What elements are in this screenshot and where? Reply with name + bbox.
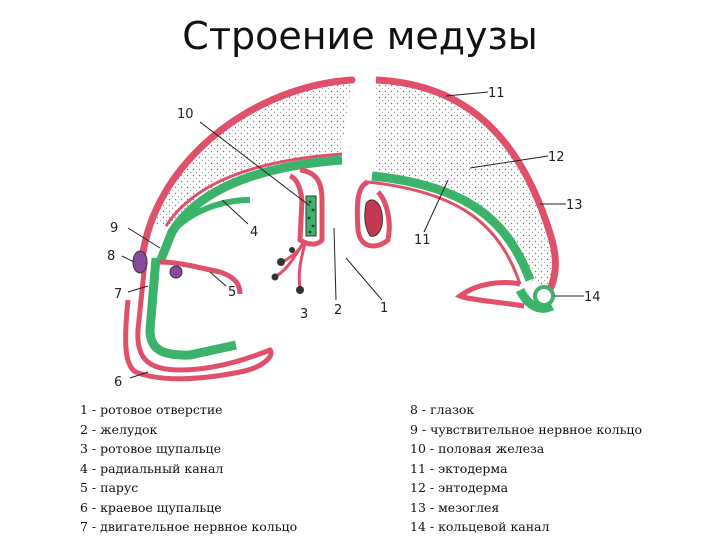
jellyfish-diagram: 10 4 5 9 8 7 6 3 2 1 11 12 11 13 14 xyxy=(0,0,720,400)
label-7: 7 xyxy=(114,287,122,302)
ring-canal xyxy=(535,287,553,305)
label-9: 9 xyxy=(110,221,118,236)
label-14: 14 xyxy=(584,290,601,305)
legend-item: 4 - радиальный канал xyxy=(80,459,297,479)
right-gonad xyxy=(365,200,383,236)
legend-item: 14 - кольцевой канал xyxy=(410,517,642,537)
label-12: 12 xyxy=(548,150,565,165)
sensory-nerve-ring xyxy=(170,266,182,278)
legend-item: 1 - ротовое отверстие xyxy=(80,400,297,420)
legend-item: 5 - парус xyxy=(80,478,297,498)
oral-tentacles xyxy=(272,242,306,294)
right-velum xyxy=(460,283,524,307)
label-4: 4 xyxy=(250,225,258,240)
eye-spot xyxy=(133,251,147,273)
legend-right: 8 - глазок 9 - чувствительное нервное ко… xyxy=(410,400,642,537)
legend-item: 13 - мезоглея xyxy=(410,498,642,518)
label-11-top: 11 xyxy=(488,86,505,101)
label-1: 1 xyxy=(380,301,388,316)
label-13: 13 xyxy=(566,198,583,213)
label-5: 5 xyxy=(228,285,236,300)
label-10: 10 xyxy=(177,107,194,122)
legend-item: 2 - желудок xyxy=(80,420,297,440)
label-8: 8 xyxy=(107,249,115,264)
label-6: 6 xyxy=(114,375,122,390)
legend-item: 6 - краевое щупальце xyxy=(80,498,297,518)
legend-item: 3 - ротовое щупальце xyxy=(80,439,297,459)
legend-item: 7 - двигательное нервное кольцо xyxy=(80,517,297,537)
legend-item: 10 - половая железа xyxy=(410,439,642,459)
legend-item: 12 - энтодерма xyxy=(410,478,642,498)
legend-left: 1 - ротовое отверстие 2 - желудок 3 - ро… xyxy=(80,400,297,537)
label-2: 2 xyxy=(334,303,342,318)
label-3: 3 xyxy=(300,307,308,322)
legend-item: 8 - глазок xyxy=(410,400,642,420)
label-11-inner: 11 xyxy=(414,233,431,248)
legend-item: 11 - эктодерма xyxy=(410,459,642,479)
legend-item: 9 - чувствительное нервное кольцо xyxy=(410,420,642,440)
